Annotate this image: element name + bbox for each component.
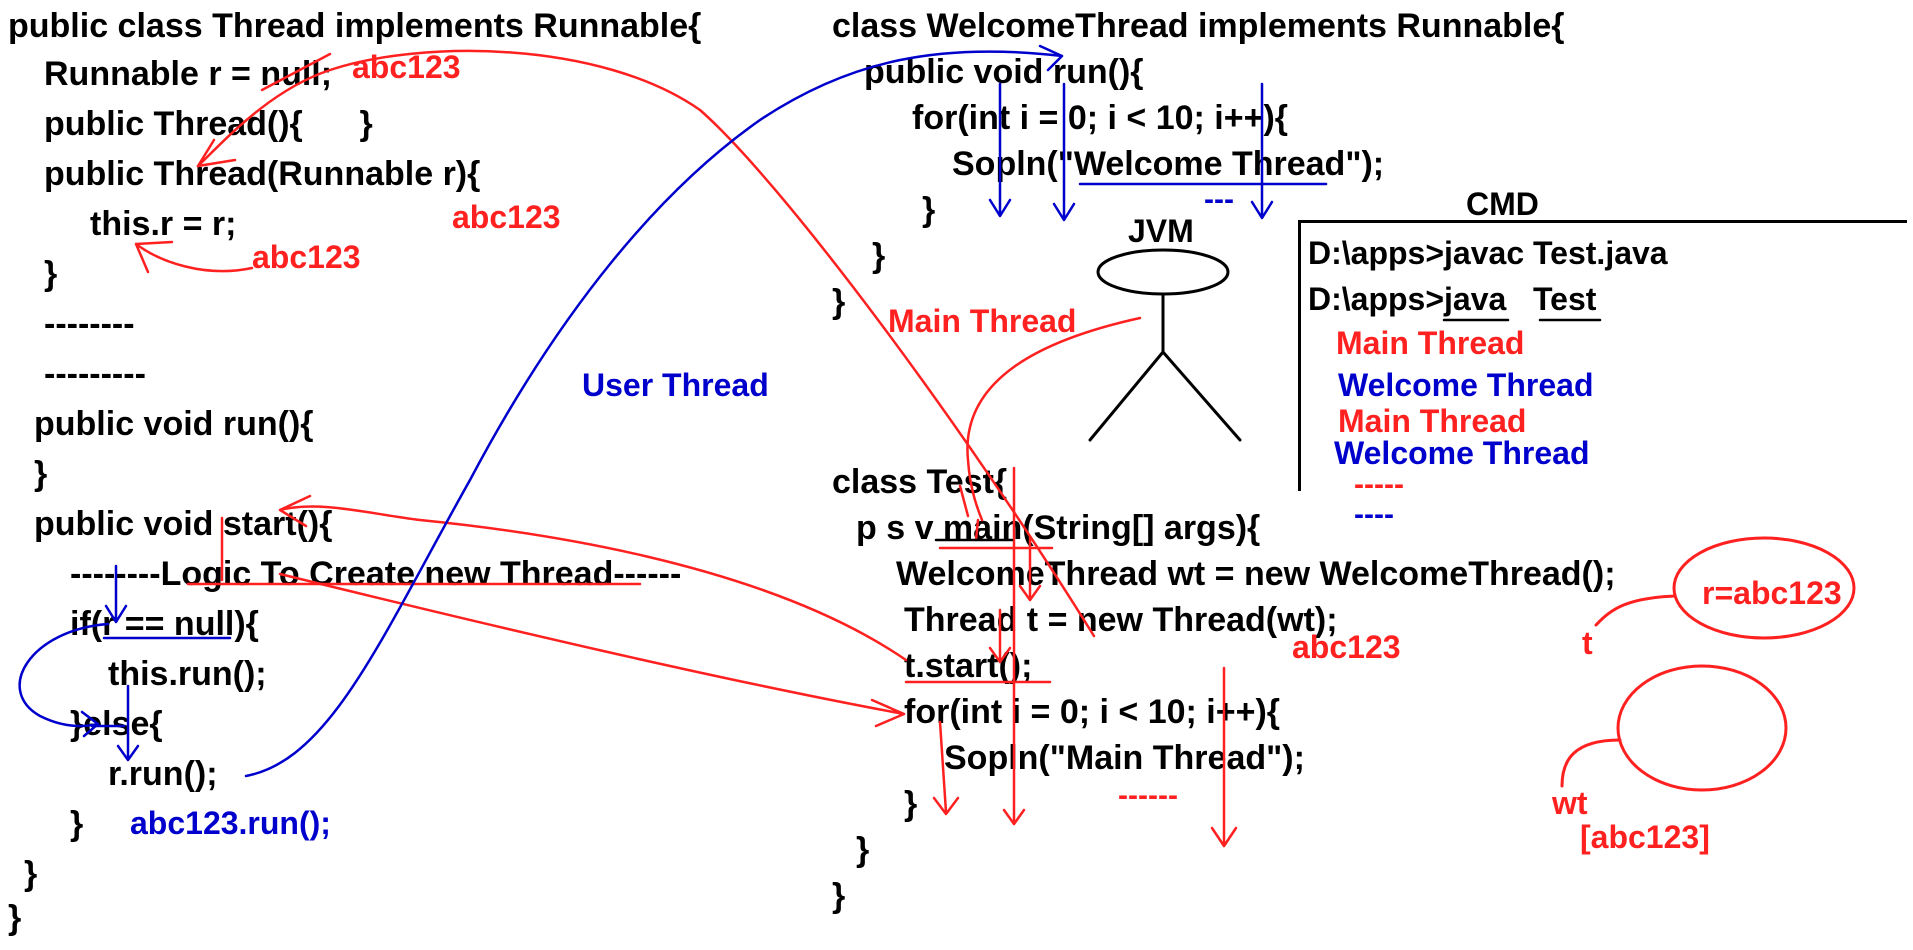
code-line: public Thread(){ } [44,105,373,143]
cmd-line: Welcome Thread [1334,435,1590,471]
code-line: WelcomeThread wt = new WelcomeThread(); [896,555,1616,593]
wt-reference-label: [abc123] [1580,819,1710,855]
jvm-stick-figure [1088,248,1242,442]
t-variable-label: t [1582,625,1593,661]
cmd-line: Main Thread [1336,325,1525,361]
code-line: r.run(); [108,755,218,793]
cmd-line: Main Thread [1338,403,1527,439]
code-line: public void run(){ [34,405,314,443]
code-line: public Thread(Runnable r){ [44,155,481,193]
code-line: } [8,899,22,937]
cmd-line: ----- [1354,468,1404,501]
code-line: for(int i = 0; i < 10; i++){ [904,693,1280,731]
main-thread-label: Main Thread [888,303,1077,339]
cmd-console [1298,220,1907,491]
code-line: this.r = r; [90,205,237,243]
red-flow-arrows [134,49,1238,848]
t-pointer-line [1594,594,1677,627]
cmd-line: D:\apps>java Test [1308,281,1597,317]
code-line: public class Thread implements Runnable{ [8,7,702,45]
code-line: } [70,805,84,843]
code-line: t.start(); [904,647,1033,685]
code-line: -------- [44,305,135,343]
code-line: for(int i = 0; i < 10; i++){ [912,99,1288,137]
code-line: } [44,255,58,293]
blue-flow-arrows [18,44,1328,778]
code-line: public void run(){ [864,53,1144,91]
cmd-line: D:\apps>javac Test.java [1308,235,1668,271]
code-line: public void start(){ [34,505,333,543]
code-line: ------ [1118,779,1178,812]
object-r-ellipse [1672,536,1856,640]
code-line: } [904,785,918,823]
object-wt-ellipse [1616,664,1788,792]
code-line: Runnable r = null; [44,55,333,93]
code-line: class WelcomeThread implements Runnable{ [832,7,1565,45]
code-line: } [832,283,846,321]
code-line: Sopln("Welcome Thread"); [952,145,1385,183]
jvm-label: JVM [1128,213,1194,249]
code-line: --------- [44,355,146,393]
abc123-label: abc123 [452,199,561,235]
wt-variable-label: wt [1552,785,1588,821]
code-line: } [832,877,846,915]
cmd-title: CMD [1466,186,1539,222]
wt-pointer-line [1560,738,1622,788]
code-line: Sopln("Main Thread"); [944,739,1305,777]
code-line: } [922,191,936,229]
code-line: Thread t = new Thread(wt); [904,601,1338,639]
code-line: } [872,237,886,275]
underlines [934,318,1602,542]
abc123-label: abc123 [252,239,361,275]
code-line: this.run(); [108,655,267,693]
code-line: } [24,855,38,893]
code-line: }else{ [70,705,163,743]
code-line: } [856,831,870,869]
user-thread-label: User Thread [582,367,769,403]
abc123-label: abc123 [1292,629,1401,665]
code-line: --------Logic To Create new Thread------ [70,555,682,593]
cmd-line: ---- [1354,498,1394,531]
r-value-label: r=abc123 [1702,575,1842,611]
code-line: } [34,455,48,493]
code-line: --- [1204,183,1234,216]
cmd-line: Welcome Thread [1338,367,1594,403]
abc123-run-label: abc123.run(); [130,805,331,841]
